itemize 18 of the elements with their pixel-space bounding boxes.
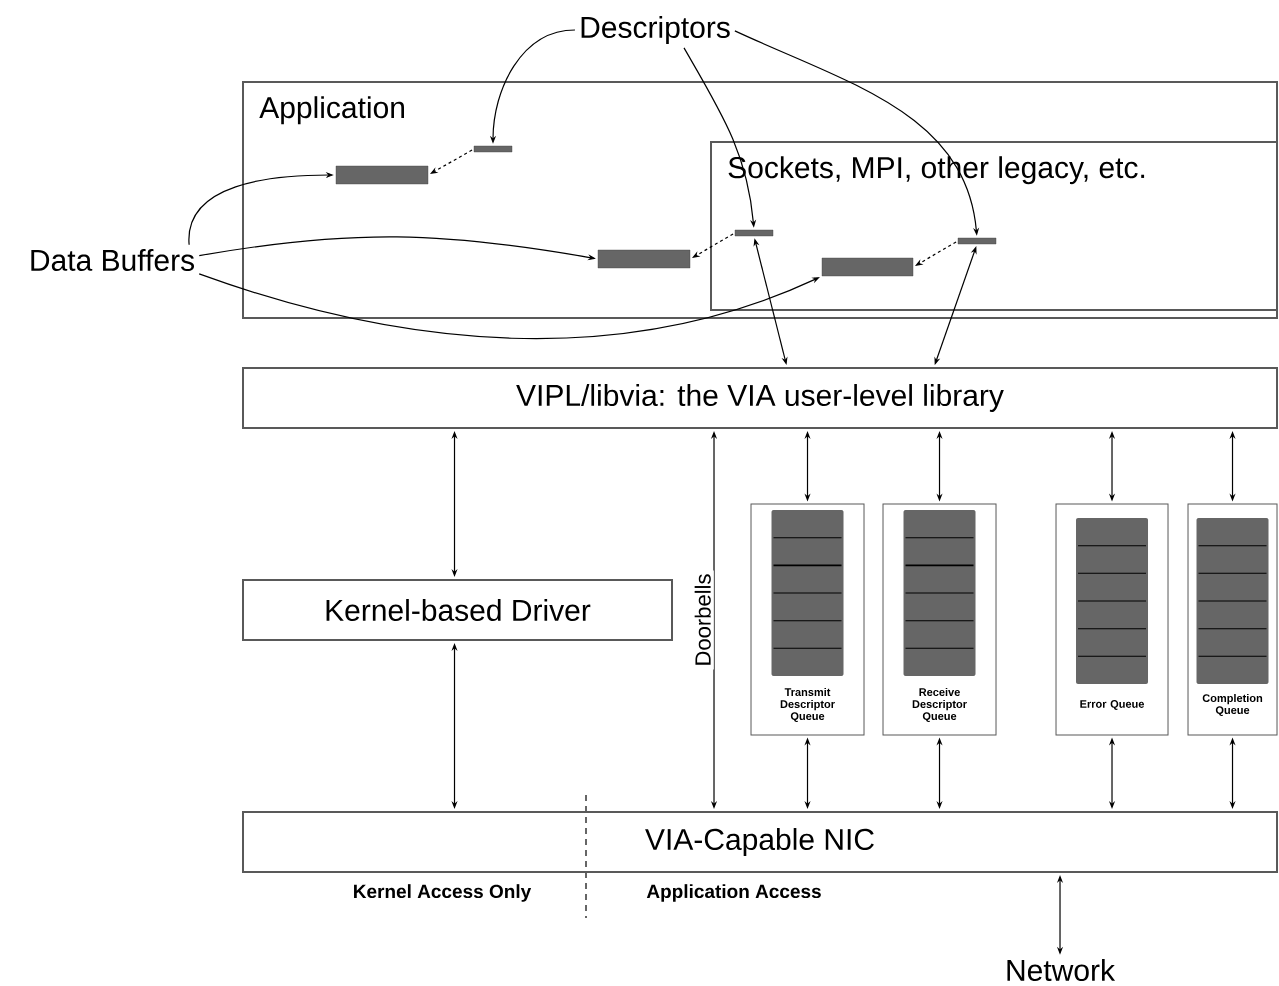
label-text: Network — [1007, 959, 1116, 982]
queue-box: Error Queue — [1055, 503, 1169, 736]
descriptor-bar — [957, 237, 997, 245]
edge-label: Doorbells — [691, 570, 714, 670]
descriptor-bar — [473, 145, 513, 153]
layer-box: VIA-Capable NIC — [242, 811, 1278, 873]
layer-box: VIPL/libvia: the VIA user-level library — [242, 367, 1278, 429]
layer-box: Kernel-based Driver — [242, 579, 673, 641]
descriptor-bar — [734, 229, 774, 237]
buffer-bar — [335, 165, 429, 185]
buffer-bar — [821, 257, 914, 277]
queue-box: Completion Queue — [1187, 503, 1278, 736]
queue-box: Transmit Descriptor Queue — [750, 503, 865, 736]
curved-arrow — [198, 273, 820, 339]
label-text: Descriptors — [581, 16, 730, 44]
label-text: Data Buffers — [31, 249, 194, 271]
queue-box: Receive Descriptor Queue — [882, 503, 997, 736]
buffer-bar — [597, 249, 691, 269]
